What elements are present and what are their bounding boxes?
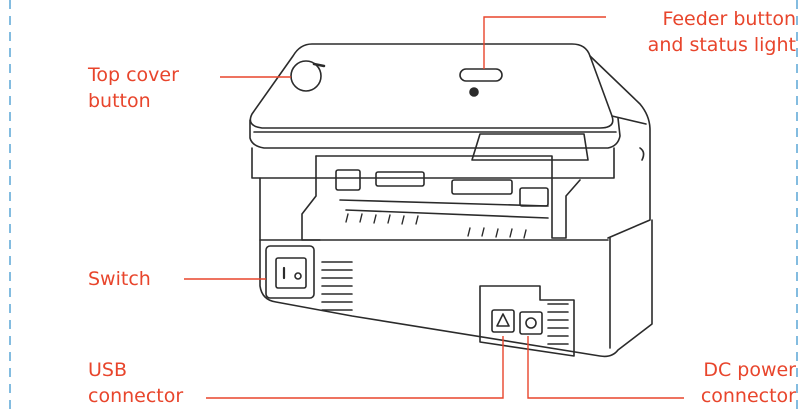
label-switch: Switch bbox=[88, 266, 151, 292]
right-upper-side bbox=[589, 55, 651, 239]
lower-base bbox=[259, 177, 653, 358]
dc-power-port bbox=[519, 311, 543, 335]
label-topcover-line1: Top cover bbox=[88, 64, 179, 86]
leader-lines bbox=[184, 16, 684, 399]
port-housing bbox=[479, 285, 575, 357]
usb-port bbox=[491, 309, 515, 333]
label-feeder-line1: Feeder button bbox=[662, 8, 796, 30]
usb-leader bbox=[206, 336, 504, 399]
label-usb-connector: USB connector bbox=[88, 357, 183, 409]
power-switch bbox=[275, 257, 307, 289]
top-cover-lip bbox=[249, 117, 621, 149]
label-topcover-line2: button bbox=[88, 90, 151, 112]
feed-ticks bbox=[345, 213, 527, 239]
label-dc-line2: connector bbox=[700, 385, 796, 407]
feeder-leader bbox=[483, 16, 606, 69]
status-light-icon bbox=[469, 87, 479, 97]
label-feeder-button: Feeder button and status light bbox=[648, 6, 796, 58]
upper-body-front bbox=[251, 147, 615, 179]
label-feeder-line2: and status light bbox=[647, 34, 796, 56]
label-dc-power-connector: DC power connector bbox=[701, 357, 796, 409]
label-top-cover-button: Top cover button bbox=[88, 62, 179, 114]
right-vents bbox=[547, 303, 569, 345]
feeder-button bbox=[459, 68, 503, 82]
dc-power-leader bbox=[527, 336, 684, 399]
paper-feed-opening bbox=[315, 155, 581, 239]
switch-housing bbox=[265, 245, 315, 299]
printer-icon bbox=[249, 43, 653, 358]
label-usb-line1: USB bbox=[88, 359, 128, 381]
left-vents bbox=[321, 261, 353, 311]
paper-guides bbox=[335, 169, 549, 219]
label-dc-line1: DC power bbox=[703, 359, 796, 381]
label-usb-line2: connector bbox=[88, 385, 184, 407]
top-cover-outline bbox=[249, 43, 614, 129]
top-cover-button bbox=[290, 60, 322, 92]
label-switch-line1: Switch bbox=[88, 268, 151, 290]
label-window bbox=[471, 133, 589, 161]
